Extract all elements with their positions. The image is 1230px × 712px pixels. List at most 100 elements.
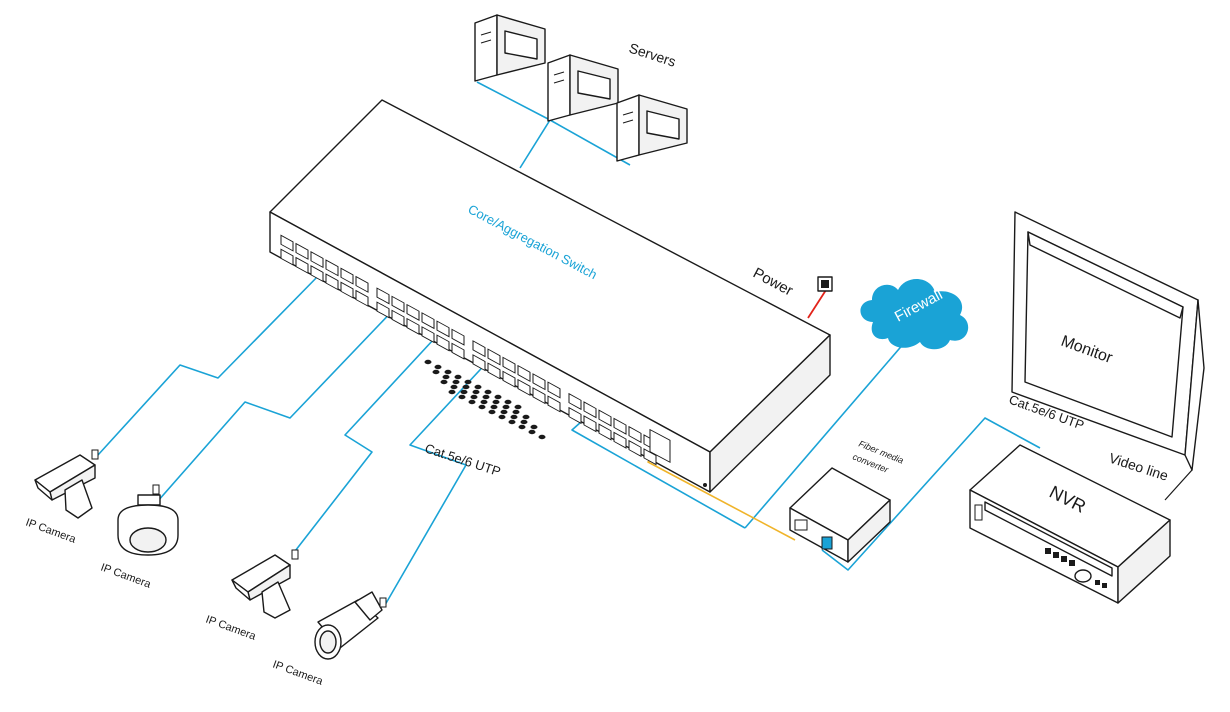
fiber-media-converter: Fiber media converter xyxy=(789,439,905,563)
camera-2-cable xyxy=(149,304,399,511)
switch-port xyxy=(391,295,405,313)
switch-port xyxy=(487,362,501,380)
switch-port xyxy=(295,242,309,260)
cloud-icon xyxy=(860,278,969,350)
switch-port xyxy=(355,289,369,307)
vent-dot xyxy=(512,409,520,415)
switch-port xyxy=(643,448,657,466)
vent-dot xyxy=(424,359,432,365)
power-socket-icon xyxy=(821,280,829,288)
vent-dot xyxy=(432,369,440,375)
vent-dot xyxy=(472,389,480,395)
switch-port xyxy=(472,354,486,372)
vent-dot xyxy=(434,364,442,370)
vent-dot xyxy=(510,414,518,420)
switch-port xyxy=(451,342,465,360)
vent-dot xyxy=(478,404,486,410)
switch-port xyxy=(295,256,309,274)
switch-port xyxy=(391,309,405,327)
dome-camera-icon xyxy=(117,484,179,556)
cat-left-label: Cat.5e/6 UTP xyxy=(423,441,503,480)
vent-dot xyxy=(520,419,528,425)
camera-3-label: IP Camera xyxy=(204,614,258,643)
switch-port xyxy=(310,251,324,269)
ip-camera-1: IP Camera xyxy=(24,449,99,546)
switch-port xyxy=(532,387,546,405)
switch-port xyxy=(598,409,612,427)
switch-port xyxy=(340,267,354,285)
vent-dot xyxy=(500,409,508,415)
switch-port xyxy=(547,395,561,413)
nvr-knob xyxy=(1074,569,1092,583)
vent-dot xyxy=(538,434,546,440)
power-cable xyxy=(807,289,827,319)
server-icon xyxy=(547,54,619,122)
vent-dot xyxy=(470,394,478,400)
servers-group: Servers xyxy=(474,14,688,162)
vent-dot xyxy=(460,389,468,395)
camera-2-label: IP Camera xyxy=(99,562,153,591)
ip-camera-2: IP Camera xyxy=(99,484,179,591)
vent-dot xyxy=(484,389,492,395)
vent-dot xyxy=(462,384,470,390)
switch-port xyxy=(502,356,516,374)
switch-port xyxy=(472,340,486,358)
switch-port xyxy=(517,364,531,383)
vent-dot xyxy=(452,379,460,385)
ip-camera-3: IP Camera xyxy=(204,549,299,643)
switch-port xyxy=(436,320,450,338)
vent-dot xyxy=(528,429,536,435)
switch-port xyxy=(376,301,390,319)
converter-fiber-port xyxy=(794,519,808,531)
nvr: NVR Video line Cat.5e/6 UTP xyxy=(969,392,1171,604)
vent-dot xyxy=(518,424,526,430)
switch-port xyxy=(280,248,294,266)
servers-label: Servers xyxy=(627,40,678,70)
vent-dot xyxy=(464,379,472,385)
switch-port xyxy=(325,259,339,277)
vent-dot xyxy=(502,404,510,410)
vent-dot xyxy=(474,384,482,390)
nvr-buttons xyxy=(1045,548,1107,588)
camera-1-label: IP Camera xyxy=(24,517,78,546)
vent-dot xyxy=(448,389,456,395)
nvr-usb-port xyxy=(974,504,983,521)
switch-port xyxy=(421,326,435,344)
switch-port xyxy=(421,312,435,330)
switch-port xyxy=(568,406,582,425)
vent-dot xyxy=(530,424,538,430)
vent-dot xyxy=(440,379,448,385)
vent-dot xyxy=(458,394,466,400)
core-switch: Core/Aggregation Switch Power xyxy=(269,99,833,493)
firewall-cable xyxy=(744,341,906,529)
switch-port xyxy=(628,425,642,444)
switch-port xyxy=(613,431,627,449)
vent-dot xyxy=(522,414,530,420)
switch-port xyxy=(517,378,531,397)
server-icon xyxy=(616,94,688,162)
vent-dot xyxy=(450,384,458,390)
vent-dot xyxy=(492,399,500,405)
video-line-label: Video line xyxy=(1107,450,1170,484)
switch-port xyxy=(406,303,420,321)
vent-dot xyxy=(498,414,506,420)
nvr-cable xyxy=(821,417,1041,571)
vent-dot xyxy=(494,394,502,400)
vent-dot xyxy=(508,419,516,425)
switch-port xyxy=(568,392,582,411)
switch-port xyxy=(355,275,369,293)
vent-dot xyxy=(488,409,496,415)
vent-dot xyxy=(490,404,498,410)
switch-port xyxy=(280,234,294,252)
bullet-camera-icon xyxy=(314,591,387,660)
switch-port xyxy=(628,439,642,458)
sfp-port xyxy=(649,428,671,464)
switch-port xyxy=(502,370,516,388)
box-camera-icon xyxy=(34,449,99,519)
monitor: Monitor xyxy=(1011,211,1205,471)
vent-dot xyxy=(468,399,476,405)
switch-port xyxy=(583,415,597,433)
camera-4-label: IP Camera xyxy=(271,659,325,688)
switch-port xyxy=(310,265,324,283)
